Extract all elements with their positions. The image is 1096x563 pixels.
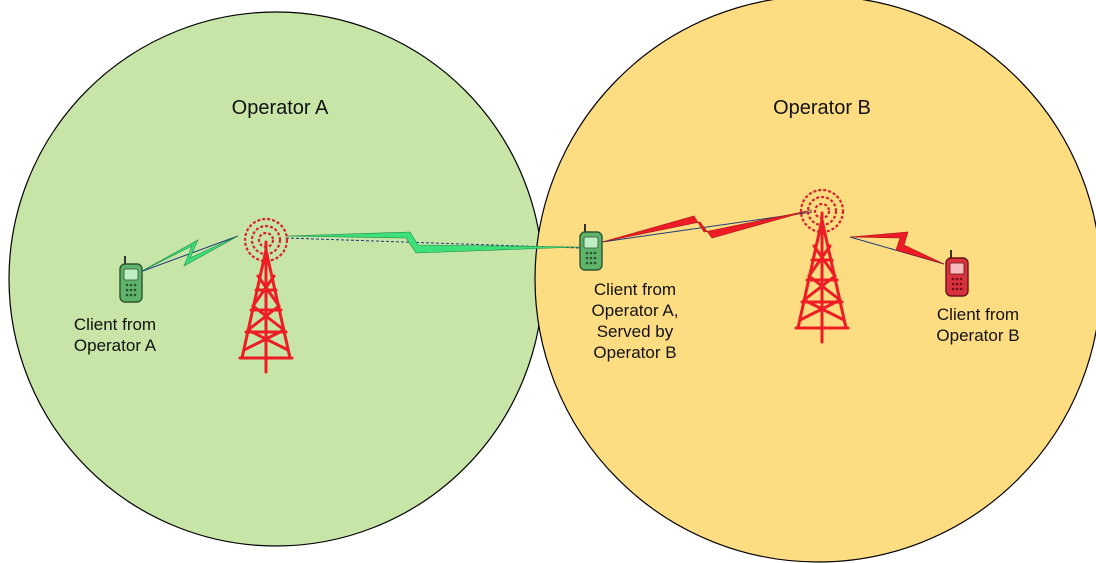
operator-a-title: Operator A xyxy=(231,97,329,119)
caption-line: Operator B xyxy=(936,326,1020,345)
tower-icon xyxy=(238,217,294,374)
client-b-caption: Client from Operator B xyxy=(903,304,1053,346)
operator-b-title: Operator B xyxy=(773,97,871,119)
wireless-bolt-icon xyxy=(139,235,239,273)
phone-icon xyxy=(579,224,603,271)
caption-line: Operator A xyxy=(73,336,157,355)
caption-line: Client from xyxy=(593,280,677,299)
roaming-client-caption: Client from Operator A, Served by Operat… xyxy=(560,279,710,363)
caption-line: Served by xyxy=(596,322,674,341)
client-a-caption: Client from Operator A xyxy=(40,314,190,356)
caption-line: Client from xyxy=(936,305,1020,324)
wireless-bolt-icon xyxy=(601,209,813,243)
phone-icon xyxy=(945,250,969,297)
caption-line: Client from xyxy=(73,315,157,334)
caption-line: Operator B xyxy=(593,343,677,362)
caption-line: Operator A, xyxy=(591,301,679,320)
wireless-bolt-icon xyxy=(849,231,945,265)
phone-icon xyxy=(119,256,143,303)
tower-icon xyxy=(794,188,850,344)
operator-a-coverage xyxy=(8,11,544,547)
